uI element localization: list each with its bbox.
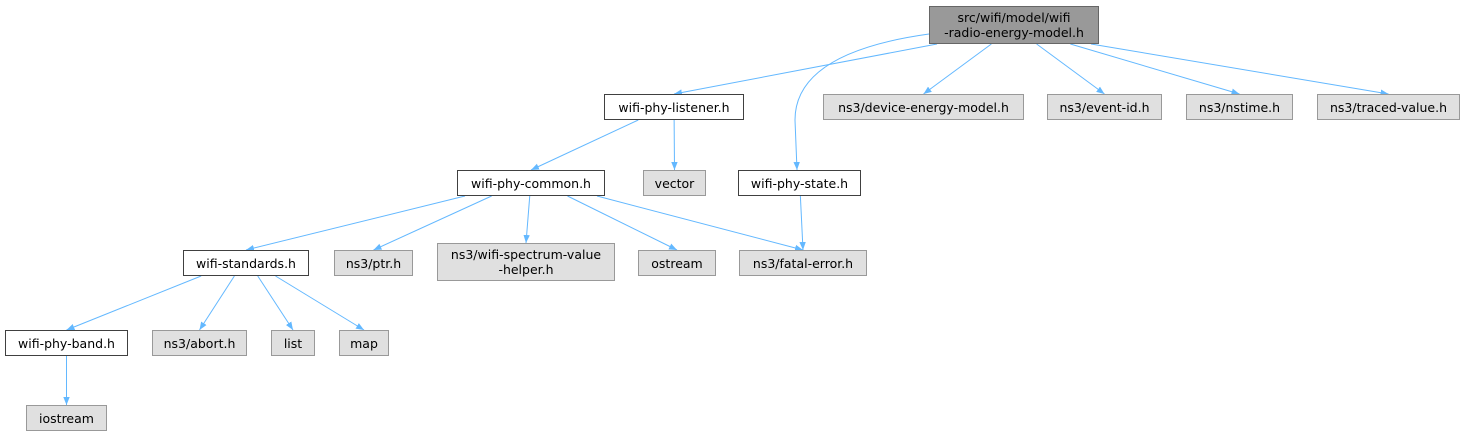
edge-standards-to-list (257, 275, 294, 331)
node-label: map (350, 335, 378, 351)
node-label: iostream (39, 410, 94, 426)
node-ptr: ns3/ptr.h (334, 250, 413, 276)
edge-root-to-state (793, 33, 930, 171)
edge-common-to-spectrum (523, 195, 531, 244)
node-label: ns3/event-id.h (1059, 99, 1150, 115)
node-nstime: ns3/nstime.h (1186, 94, 1293, 120)
node-label: ns3/nstime.h (1198, 99, 1281, 115)
node-abort: ns3/abort.h (152, 330, 247, 356)
node-label: -radio-energy-model.h (944, 25, 1084, 40)
node-ostream: ostream (638, 250, 716, 276)
node-label: wifi-standards.h (196, 255, 296, 271)
edge-standards-to-map (275, 275, 365, 331)
node-label: wifi-phy-common.h (471, 175, 591, 191)
node-band[interactable]: wifi-phy-band.h (5, 330, 128, 356)
edge-listener-to-common (530, 119, 639, 171)
node-traced: ns3/traced-value.h (1317, 94, 1460, 120)
node-root[interactable]: src/wifi/model/wifi-radio-energy-model.h (929, 6, 1099, 44)
node-label: wifi-phy-listener.h (618, 99, 730, 115)
edge-root-to-nstime (1070, 43, 1240, 95)
node-label: ns3/wifi-spectrum-value (450, 247, 602, 262)
node-label: vector (654, 175, 695, 191)
node-standards[interactable]: wifi-standards.h (183, 250, 309, 276)
node-iostream: iostream (26, 405, 107, 431)
node-listener[interactable]: wifi-phy-listener.h (604, 94, 744, 120)
edge-standards-to-abort (199, 275, 235, 331)
node-label: wifi-phy-band.h (18, 335, 115, 351)
node-fatal: ns3/fatal-error.h (739, 250, 867, 276)
node-label: wifi-phy-state.h (750, 175, 849, 191)
node-common[interactable]: wifi-phy-common.h (457, 170, 605, 196)
node-label: src/wifi/model/wifi (957, 10, 1071, 25)
edge-state-to-fatal (799, 195, 806, 251)
node-map: map (339, 330, 389, 356)
edge-root-to-listener (673, 43, 938, 96)
node-eventid: ns3/event-id.h (1047, 94, 1162, 120)
node-label: ns3/fatal-error.h (752, 255, 854, 271)
edge-standards-to-band (66, 275, 202, 331)
node-label: -helper.h (498, 262, 554, 277)
node-spectrum: ns3/wifi-spectrum-value-helper.h (437, 243, 615, 281)
edge-root-to-traced (1090, 43, 1389, 96)
edge-root-to-devenergy (923, 43, 992, 95)
edge-common-to-ptr (373, 195, 492, 251)
node-state[interactable]: wifi-phy-state.h (738, 170, 861, 196)
node-label: ostream (651, 255, 703, 271)
edge-common-to-standards (245, 195, 466, 252)
node-list: list (271, 330, 315, 356)
node-vector: vector (643, 170, 706, 196)
node-label: list (283, 335, 303, 351)
node-label: ns3/device-energy-model.h (838, 99, 1009, 115)
edge-common-to-fatal (596, 195, 804, 252)
node-label: ns3/ptr.h (345, 255, 402, 271)
edge-root-to-eventid (1036, 43, 1105, 95)
node-label: ns3/abort.h (163, 335, 236, 351)
node-devenergy: ns3/device-energy-model.h (823, 94, 1024, 120)
node-label: ns3/traced-value.h (1329, 99, 1447, 115)
edge-common-to-ostream (567, 195, 678, 251)
